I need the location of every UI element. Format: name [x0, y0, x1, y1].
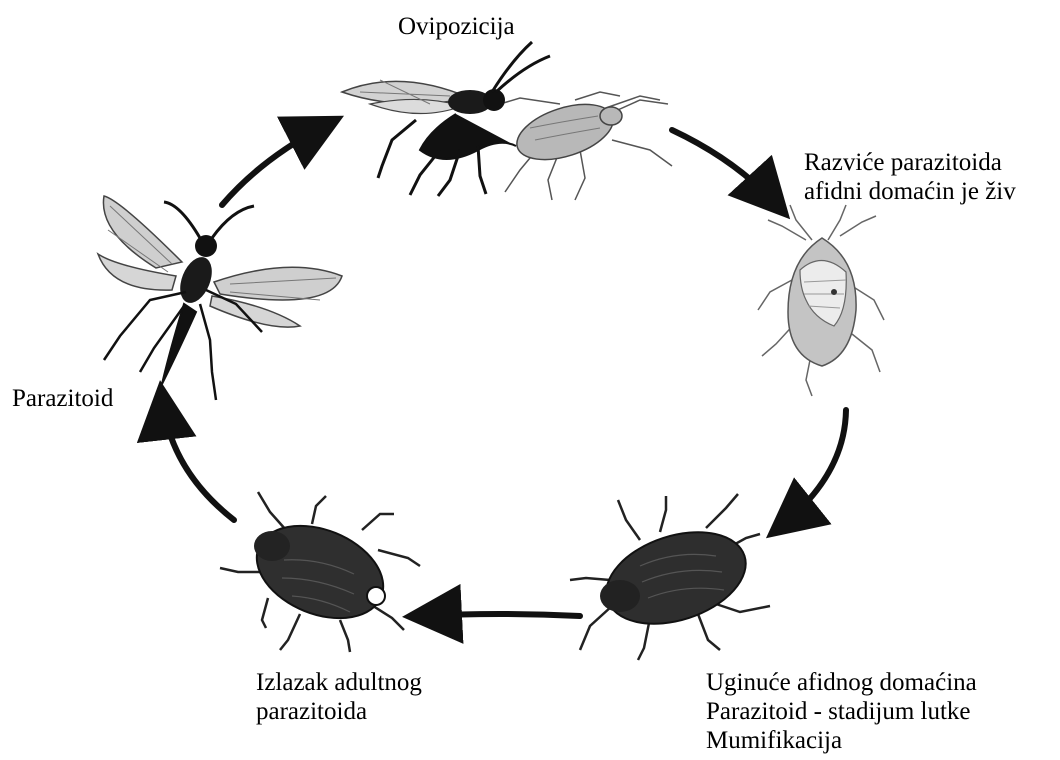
development-label-line-2: afidni domaćin je živ	[804, 177, 1016, 206]
oviposition-label-line-1: Ovipozicija	[398, 12, 515, 41]
parasitoid-label-line-1: Parazitoid	[12, 384, 113, 413]
mummified-aphid-emergence-icon	[220, 492, 420, 652]
host-death-label-line-1: Uginuće afidnog domaćina	[706, 668, 977, 697]
mummified-aphid-icon	[570, 494, 770, 660]
emergence-label: Izlazak adultnog parazitoida	[256, 668, 422, 726]
host-death-label-line-2: Parazitoid - stadijum lutke	[706, 697, 977, 726]
aphid-with-larva-inside-icon	[758, 205, 884, 396]
arrow-to-host-death	[780, 410, 846, 527]
arrow-to-oviposition	[222, 124, 328, 205]
oviposition-label: Ovipozicija	[398, 12, 515, 41]
arrow-to-emergence	[420, 614, 580, 616]
arrow-to-development	[672, 130, 778, 206]
development-label-line-1: Razviće parazitoida	[804, 148, 1016, 177]
parasitoid-label: Parazitoid	[12, 384, 113, 413]
host-death-label-line-3: Mumifikacija	[706, 726, 977, 755]
emergence-label-line-2: parazitoida	[256, 697, 422, 726]
arrow-to-parasitoid	[162, 398, 234, 520]
wasp-ovipositing-into-aphid-icon	[342, 42, 672, 200]
emergence-label-line-1: Izlazak adultnog	[256, 668, 422, 697]
host-death-label: Uginuće afidnog domaćina Parazitoid - st…	[706, 668, 977, 755]
development-label: Razviće parazitoida afidni domaćin je ži…	[804, 148, 1016, 206]
adult-parasitoid-wasp-icon	[98, 196, 342, 400]
